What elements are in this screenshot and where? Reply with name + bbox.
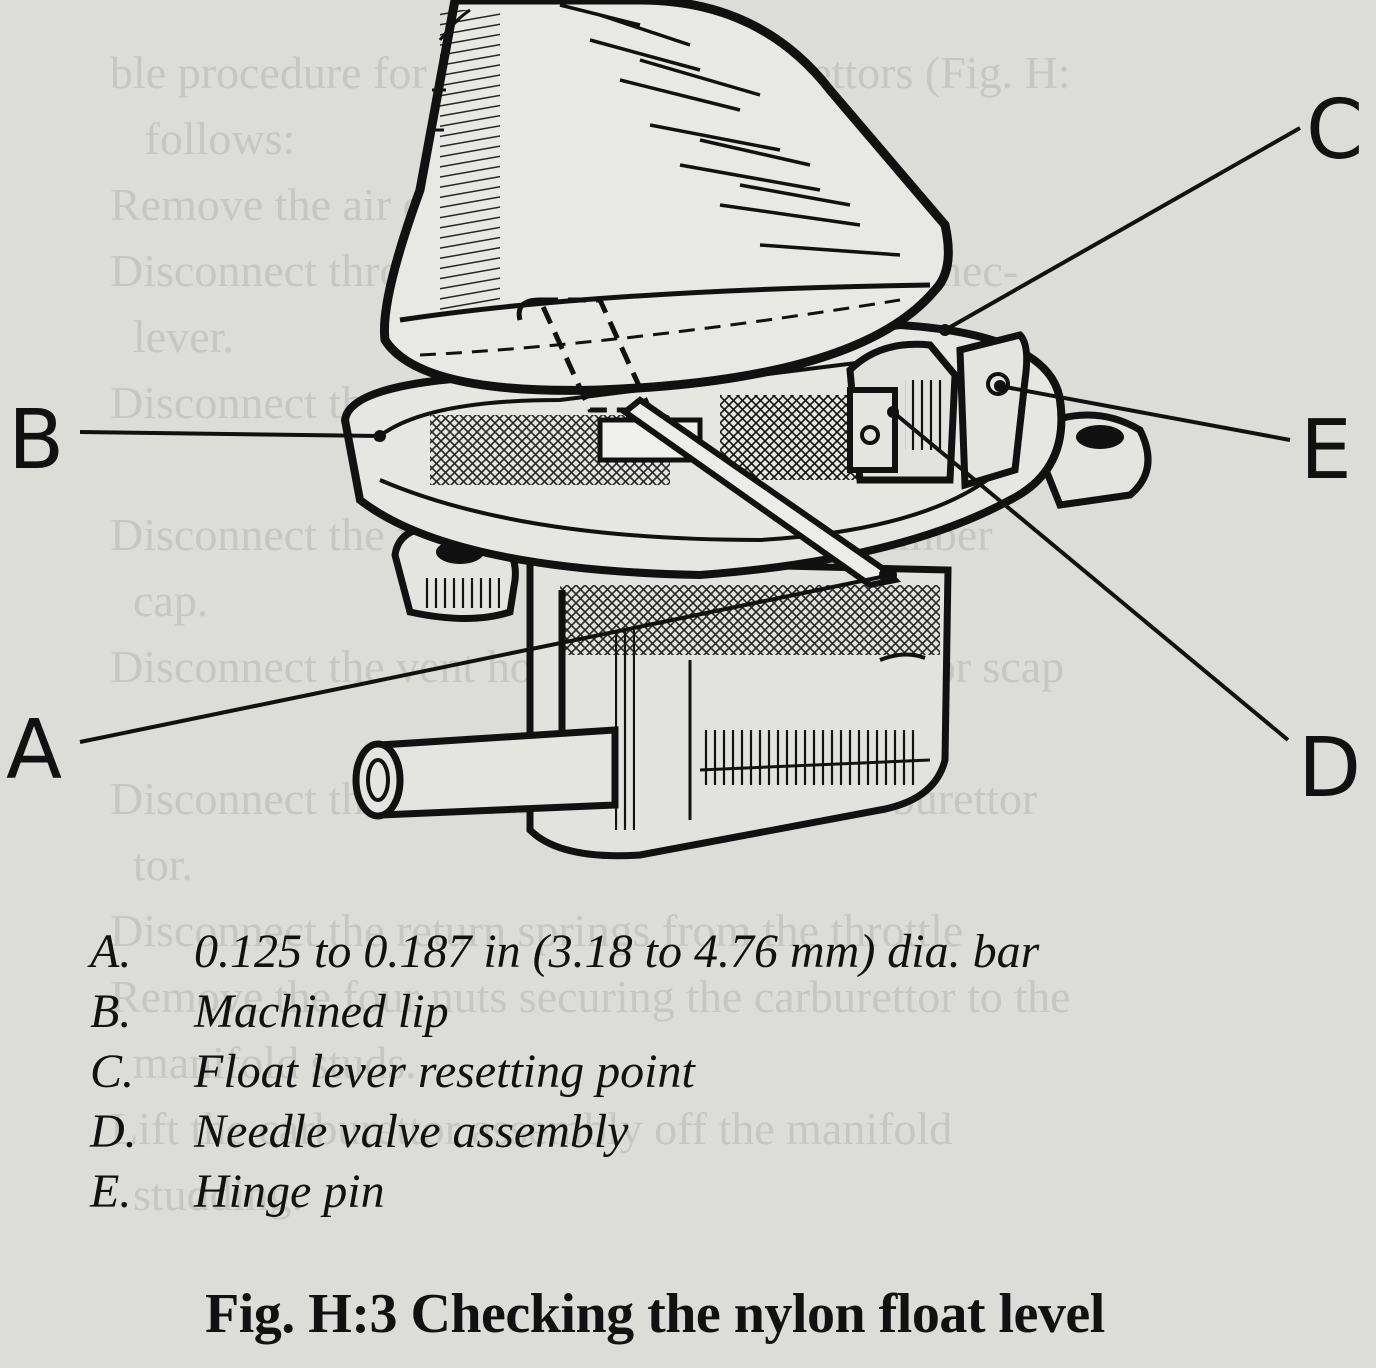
- leader-line-a: [79, 574, 887, 744]
- leader-lines: [79, 126, 1301, 744]
- legend-text: 0.125 to 0.187 in (3.18 to 4.76 mm) dia.…: [194, 925, 1040, 978]
- leader-dot-a: [880, 570, 892, 582]
- leader-dot-b: [374, 430, 386, 442]
- legend-item-a: A. 0.125 to 0.187 in (3.18 to 4.76 mm) d…: [90, 922, 1340, 982]
- callout-label-b: B: [8, 393, 64, 488]
- float-chamber-illustration: A B C D E: [6, 0, 1363, 860]
- callout-label-d: D: [1298, 721, 1361, 816]
- legend-key: C.: [90, 1045, 135, 1098]
- callout-label-a: A: [6, 703, 62, 798]
- hinge-bracket: [846, 331, 1031, 490]
- leader-dot-d: [887, 406, 899, 418]
- fuel-pipe: [352, 726, 619, 820]
- legend-text: Machined lip: [194, 985, 449, 1038]
- nylon-float: [379, 0, 953, 395]
- legend-key: E.: [90, 1165, 132, 1218]
- legend-text: Hinge pin: [194, 1165, 385, 1218]
- legend-text: Needle valve assembly: [194, 1105, 629, 1158]
- legend-key: D.: [90, 1105, 137, 1158]
- callout-label-e: E: [1300, 403, 1352, 498]
- legend-text: Float lever resetting point: [194, 1045, 695, 1098]
- legend-item-b: B. Machined lip: [90, 982, 1340, 1042]
- figure-caption: Fig. H:3 Checking the nylon float level: [205, 1283, 1105, 1345]
- callout-label-c: C: [1306, 83, 1363, 178]
- leader-line-b: [79, 430, 381, 438]
- leader-line-d: [891, 410, 1290, 742]
- legend-item-e: E. Hinge pin: [90, 1162, 1340, 1222]
- legend-key: A.: [90, 925, 132, 978]
- legend-item-c: C. Float lever resetting point: [90, 1042, 1340, 1102]
- leader-dot-e: [994, 380, 1006, 392]
- leader-line-c: [944, 126, 1301, 332]
- leader-dot-c: [939, 324, 951, 336]
- legend-item-d: D. Needle valve assembly: [90, 1102, 1340, 1162]
- legend-key: B.: [90, 985, 132, 1038]
- leader-line-e: [999, 384, 1291, 442]
- figure-legend: A. 0.125 to 0.187 in (3.18 to 4.76 mm) d…: [90, 922, 1340, 1222]
- float-chamber-body: [526, 556, 952, 860]
